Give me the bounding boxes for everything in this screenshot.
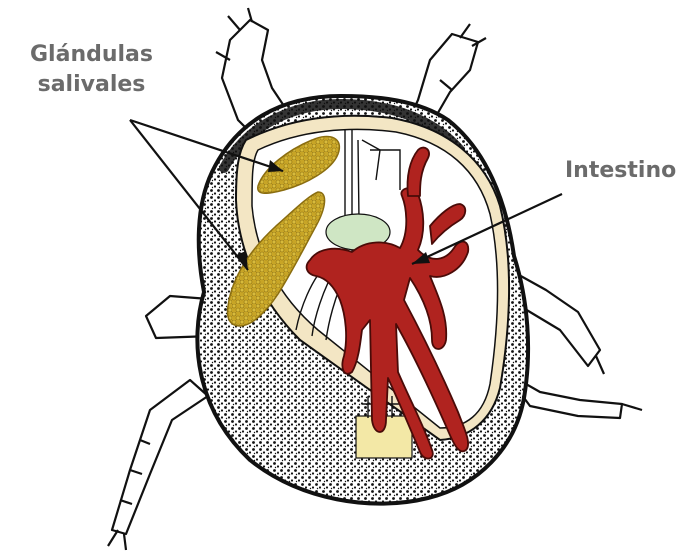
label-salivary-glands: Glándulas salivales <box>30 40 153 100</box>
label-salivary-glands-line2: salivales <box>30 70 153 100</box>
label-intestine: Intestino <box>565 156 676 186</box>
label-salivary-glands-line1: Glándulas <box>30 40 153 70</box>
